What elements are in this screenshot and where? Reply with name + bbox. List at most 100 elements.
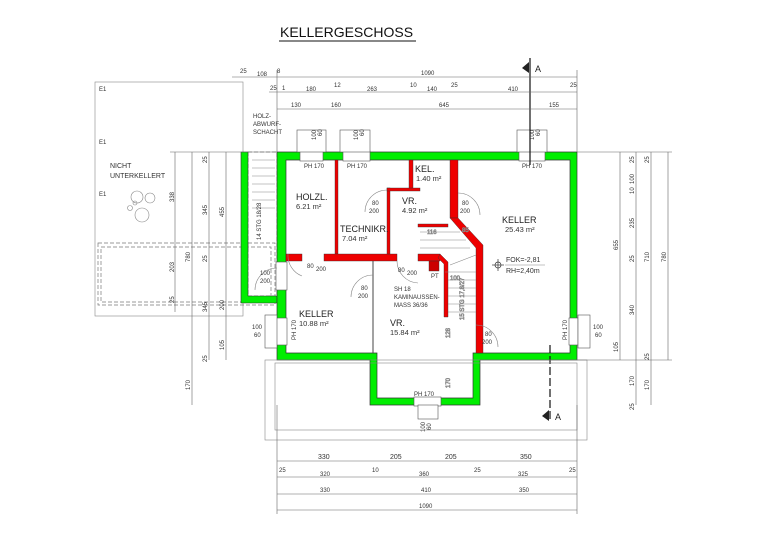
svg-text:200: 200 xyxy=(220,299,226,310)
svg-text:PH 170: PH 170 xyxy=(347,164,368,170)
svg-text:203: 203 xyxy=(170,261,176,272)
main-stair: 15 STG 17,8/27 116 85 100 128 170 xyxy=(420,228,477,388)
svg-text:25: 25 xyxy=(474,468,481,474)
inner-walls xyxy=(285,159,484,354)
svg-text:KAMINAUSSEN-: KAMINAUSSEN- xyxy=(394,295,440,301)
svg-text:330: 330 xyxy=(320,488,331,494)
svg-text:130: 130 xyxy=(291,103,302,109)
svg-text:160: 160 xyxy=(331,103,342,109)
svg-text:85: 85 xyxy=(462,228,469,234)
svg-text:100: 100 xyxy=(252,325,263,331)
svg-text:A: A xyxy=(535,64,541,74)
room-name: HOLZL. xyxy=(296,192,328,202)
svg-text:25: 25 xyxy=(170,296,176,303)
svg-text:108: 108 xyxy=(257,72,268,78)
svg-text:645: 645 xyxy=(439,103,450,109)
svg-text:HOLZ-: HOLZ- xyxy=(253,114,271,120)
section-arrow-icon xyxy=(542,410,549,421)
svg-text:MASS 36/36: MASS 36/36 xyxy=(394,303,428,309)
windows xyxy=(264,129,591,420)
section-arrow-icon xyxy=(522,62,529,73)
svg-text:170: 170 xyxy=(645,379,651,390)
svg-text:263: 263 xyxy=(367,87,378,93)
svg-text:60: 60 xyxy=(360,129,366,136)
svg-text:100: 100 xyxy=(260,271,271,277)
svg-text:E1: E1 xyxy=(99,140,107,146)
svg-text:SCHACHT: SCHACHT xyxy=(253,130,282,136)
svg-text:8: 8 xyxy=(277,69,281,75)
svg-text:100: 100 xyxy=(421,421,427,432)
svg-text:60: 60 xyxy=(536,129,542,136)
svg-text:PH 170: PH 170 xyxy=(304,164,325,170)
dimension-lines xyxy=(170,70,672,514)
svg-text:80: 80 xyxy=(361,286,368,292)
svg-text:80: 80 xyxy=(372,201,379,207)
svg-text:116: 116 xyxy=(427,230,437,236)
svg-text:E1: E1 xyxy=(99,192,107,198)
svg-text:350: 350 xyxy=(520,454,532,461)
svg-text:60: 60 xyxy=(427,423,433,430)
svg-text:1090: 1090 xyxy=(419,504,433,510)
svg-text:235: 235 xyxy=(630,217,636,228)
svg-text:25: 25 xyxy=(451,83,458,89)
svg-text:180: 180 xyxy=(306,87,317,93)
svg-text:25: 25 xyxy=(645,353,651,360)
svg-text:410: 410 xyxy=(421,488,432,494)
svg-text:25: 25 xyxy=(630,255,636,262)
svg-text:340: 340 xyxy=(630,304,636,315)
svg-text:105: 105 xyxy=(220,339,226,350)
svg-text:710: 710 xyxy=(645,251,651,262)
svg-text:25: 25 xyxy=(240,69,247,75)
svg-text:200: 200 xyxy=(482,340,493,346)
svg-text:1: 1 xyxy=(282,86,286,92)
svg-text:325: 325 xyxy=(518,472,529,478)
svg-text:25: 25 xyxy=(203,255,209,262)
svg-text:60: 60 xyxy=(318,129,324,136)
svg-text:25.43 m²: 25.43 m² xyxy=(505,225,535,234)
svg-text:200: 200 xyxy=(460,209,471,215)
svg-text:80: 80 xyxy=(307,264,314,270)
svg-text:455: 455 xyxy=(220,206,226,217)
svg-text:PH 170: PH 170 xyxy=(292,319,298,340)
svg-text:PH 170: PH 170 xyxy=(414,392,435,398)
section-line-a: A A xyxy=(522,58,561,422)
svg-text:7.04 m²: 7.04 m² xyxy=(342,234,368,243)
svg-text:655: 655 xyxy=(614,239,620,250)
svg-text:345: 345 xyxy=(203,204,209,215)
svg-text:100: 100 xyxy=(630,173,636,184)
svg-text:360: 360 xyxy=(419,472,430,478)
svg-text:410: 410 xyxy=(508,87,519,93)
window-labels: PH 170 PH 170 PH 170 PH 170 PH 170 PH 17… xyxy=(252,129,604,432)
svg-text:100: 100 xyxy=(450,276,461,282)
plan-title: KELLERGESCHOSS xyxy=(280,24,413,40)
svg-text:200: 200 xyxy=(407,271,418,277)
svg-text:100: 100 xyxy=(530,129,536,140)
svg-text:200: 200 xyxy=(260,279,271,285)
svg-text:25: 25 xyxy=(279,468,286,474)
svg-text:4.92 m²: 4.92 m² xyxy=(402,206,428,215)
svg-text:80: 80 xyxy=(398,268,405,274)
room-labels: HOLZL.6.21 m² TECHNIKR.7.04 m² KEL.1.40 … xyxy=(296,164,537,337)
svg-text:170: 170 xyxy=(446,377,452,388)
svg-text:FOK=-2,81: FOK=-2,81 xyxy=(506,257,541,264)
svg-text:100: 100 xyxy=(312,129,318,140)
svg-text:10.88 m²: 10.88 m² xyxy=(299,319,329,328)
svg-text:25: 25 xyxy=(570,83,577,89)
svg-text:320: 320 xyxy=(320,472,331,478)
svg-text:780: 780 xyxy=(186,251,192,262)
svg-text:105: 105 xyxy=(614,341,620,352)
svg-text:10: 10 xyxy=(410,83,417,89)
svg-text:RH=2,40m: RH=2,40m xyxy=(506,268,540,275)
svg-text:170: 170 xyxy=(630,375,636,386)
svg-text:25: 25 xyxy=(645,156,651,163)
svg-text:80: 80 xyxy=(485,332,492,338)
svg-text:6.21 m²: 6.21 m² xyxy=(296,202,322,211)
svg-text:128: 128 xyxy=(446,327,452,338)
svg-text:60: 60 xyxy=(595,333,602,339)
room-name: KELLER xyxy=(299,309,334,319)
room-name: VR. xyxy=(402,196,417,206)
svg-text:1.40 m²: 1.40 m² xyxy=(416,174,442,183)
svg-text:100: 100 xyxy=(593,325,604,331)
